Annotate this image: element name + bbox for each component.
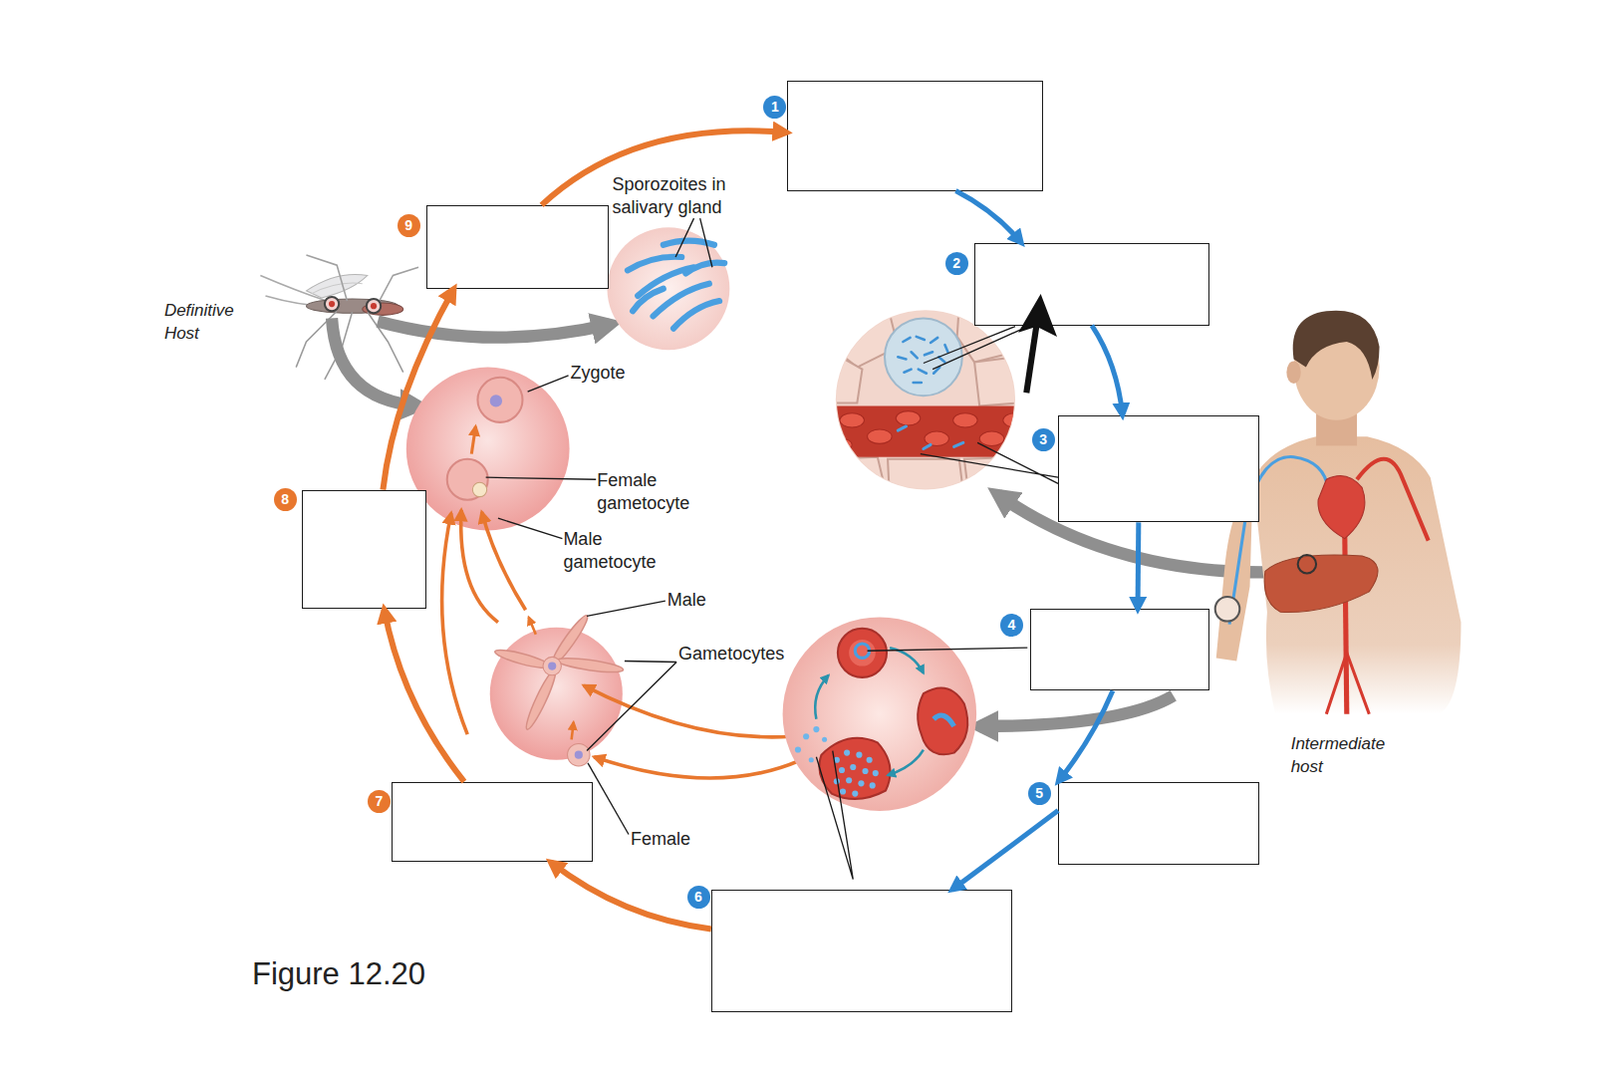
text-label: Female <box>630 827 713 851</box>
stage-box: 9 <box>426 205 609 289</box>
text-label: Definitive Host <box>164 298 259 345</box>
leader-line <box>867 647 1029 651</box>
gray-arrow <box>331 317 419 406</box>
stage-box: 3 <box>1058 415 1260 524</box>
callout-number: 1 <box>763 95 787 119</box>
zygote-view <box>406 367 570 532</box>
stage-box: 5 <box>1058 782 1260 865</box>
cycle-arrow <box>952 810 1060 891</box>
leader-line <box>587 763 629 835</box>
stage-box: 8 <box>301 490 427 610</box>
figure-caption: Figure 12.20 <box>252 955 426 994</box>
cycle-arrow <box>550 861 712 929</box>
leader-line <box>486 477 597 480</box>
leader-line <box>923 326 1024 370</box>
cycle-arrow <box>955 191 1022 244</box>
stage-box: 6 <box>711 889 1013 1013</box>
leader-line <box>528 375 569 392</box>
callout-number: 8 <box>273 488 297 512</box>
gray-arrow <box>979 695 1174 727</box>
leader-line <box>815 751 853 880</box>
callout-number: 7 <box>367 790 391 813</box>
blood-view <box>783 616 978 811</box>
callout-number: 9 <box>397 214 421 238</box>
sporozoite-view <box>606 227 730 350</box>
leader-line <box>498 518 563 538</box>
leader-line <box>586 600 666 616</box>
text-label: Female gametocyte <box>596 469 705 516</box>
stage-box: 1 <box>787 80 1044 192</box>
cycle-arrow <box>382 288 454 491</box>
text-label: Intermediate host <box>1291 732 1414 779</box>
leader-line <box>675 218 713 267</box>
stage-box: 2 <box>974 243 1210 326</box>
gray-arrow <box>377 321 610 338</box>
cycle-arrow <box>1091 325 1123 416</box>
stage-box: 7 <box>391 782 593 863</box>
pointer-arrow <box>1026 324 1037 394</box>
callout-number: 2 <box>945 252 969 275</box>
callout-number: 3 <box>1032 428 1056 452</box>
stage-box: 4 <box>1030 608 1209 691</box>
cycle-arrow <box>1058 690 1113 782</box>
text-label: Male <box>667 588 740 612</box>
liver-view <box>826 305 1032 503</box>
text-label: Sporozoites in salivary gland <box>612 173 741 220</box>
callout-number: 5 <box>1028 782 1052 805</box>
leader-line <box>586 660 677 751</box>
gametocyte-view <box>490 612 625 767</box>
text-label: Zygote <box>570 361 653 385</box>
cycle-arrow <box>384 608 465 782</box>
callout-number: 6 <box>687 885 711 909</box>
text-label: Gametocytes <box>678 642 811 666</box>
text-label: Male gametocyte <box>562 528 671 574</box>
callout-number: 4 <box>1000 613 1024 637</box>
cycle-arrow <box>1135 522 1142 609</box>
